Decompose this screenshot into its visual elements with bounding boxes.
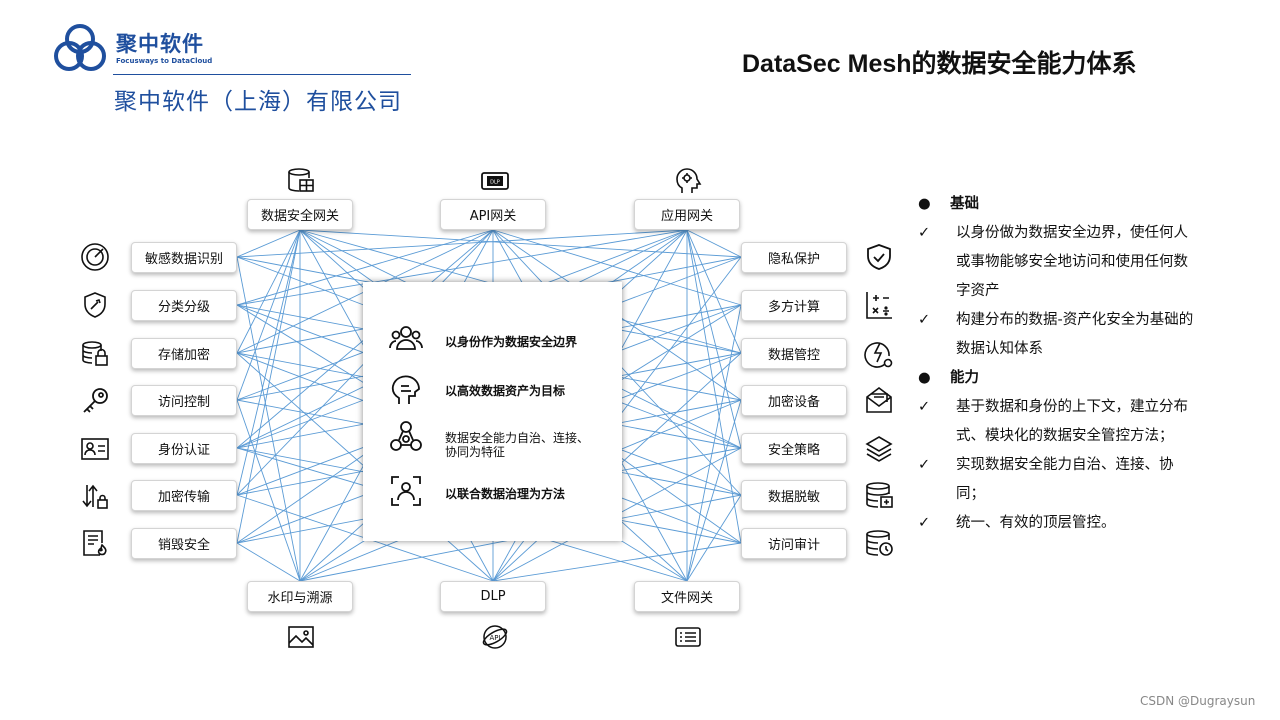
node-data-security-gateway: 数据安全网关	[247, 199, 353, 230]
envelope-icon	[864, 385, 894, 415]
node-identity-authentication: 身份认证	[131, 433, 237, 464]
mesh-line	[686, 399, 742, 582]
summary-panel: ●基础 ✓以身份做为数据安全边界，使任何人或事物能够安全地访问和使用任何数字资产…	[918, 190, 1198, 538]
check-icon: ✓	[918, 457, 931, 473]
node-secure-destruction: 销毁安全	[131, 528, 237, 559]
database-mask-icon	[864, 480, 894, 510]
mesh-line	[236, 542, 301, 582]
radar-icon	[80, 242, 110, 272]
mesh-line	[236, 229, 688, 306]
center-item-text: 以联合数据治理为方法	[445, 487, 566, 501]
mesh-line	[686, 229, 742, 258]
node-sensitive-data-identification: 敏感数据识别	[131, 242, 237, 273]
node-storage-encryption: 存储加密	[131, 338, 237, 369]
node-application-gateway: 应用网关	[634, 199, 740, 230]
mesh-line	[236, 256, 301, 582]
shield-check-icon	[864, 242, 894, 272]
node-dlp: DLP	[440, 581, 546, 612]
node-access-audit: 访问审计	[741, 528, 847, 559]
brand-slogan: Focusways to DataCloud	[116, 57, 213, 65]
mesh-line	[236, 229, 301, 401]
svg-text:API: API	[489, 634, 500, 642]
node-watermark-tracing: 水印与溯源	[247, 581, 353, 612]
database-lock-icon	[80, 338, 110, 368]
node-encryption-device: 加密设备	[741, 385, 847, 416]
section-point: ✓统一、有效的顶层管控。	[918, 509, 1198, 538]
node-encrypted-transmission: 加密传输	[131, 480, 237, 511]
mesh-line	[686, 229, 742, 354]
brand-name: 聚中软件	[116, 32, 204, 56]
page-title: DataSec Mesh的数据安全能力体系	[742, 50, 1137, 78]
database-grid-icon	[286, 166, 316, 196]
mesh-line	[492, 542, 742, 582]
node-data-masking: 数据脱敏	[741, 480, 847, 511]
dlp-screen-icon: DLP	[480, 166, 510, 196]
mesh-line	[299, 229, 742, 258]
center-item-text: 以身份作为数据安全边界	[445, 335, 578, 349]
database-clock-icon	[864, 528, 894, 558]
section-point: ✓基于数据和身份的上下文，建立分布式、模块化的数据安全管控方法；	[918, 393, 1198, 451]
center-item-text: 数据安全能力自治、连接、协同为特征	[445, 431, 590, 459]
company-name: 聚中软件（上海）有限公司	[114, 89, 402, 115]
section-point: ✓构建分布的数据-资产化安全为基础的数据认知体系	[918, 306, 1198, 364]
core-principles-box: 以身份作为数据安全边界 以高效数据资产为目标 数据安全能力自治、连接、协同为特征…	[363, 282, 622, 541]
check-icon: ✓	[918, 225, 931, 241]
node-data-control: 数据管控	[741, 338, 847, 369]
section-heading: ●基础	[918, 196, 979, 212]
section-heading: ●能力	[918, 370, 979, 386]
key-icon	[80, 386, 110, 416]
mesh-line	[236, 229, 301, 258]
molecule-network-icon	[389, 420, 423, 454]
document-fire-icon	[80, 528, 110, 558]
svg-text:DLP: DLP	[490, 180, 500, 186]
file-list-icon	[673, 622, 703, 652]
node-api-gateway: API网关	[440, 199, 546, 230]
mesh-line	[686, 229, 742, 449]
head-profile-icon	[389, 373, 423, 407]
company-logo	[52, 22, 108, 74]
section-point: ✓以身份做为数据安全边界，使任何人或事物能够安全地访问和使用任何数字资产	[918, 219, 1198, 306]
people-group-icon	[389, 322, 423, 356]
head-gear-icon	[673, 166, 703, 196]
lightning-gauge-icon	[864, 338, 894, 368]
image-watermark-icon	[286, 622, 316, 652]
node-access-control: 访问控制	[131, 385, 237, 416]
center-item-text: 以高效数据资产为目标	[445, 384, 566, 398]
person-scan-icon	[389, 474, 423, 508]
mesh-line	[236, 229, 301, 354]
check-icon: ✓	[918, 515, 931, 531]
id-card-icon	[80, 434, 110, 464]
header-divider	[113, 74, 411, 75]
check-icon: ✓	[918, 312, 931, 328]
node-classification-grading: 分类分级	[131, 290, 237, 321]
calculator-symbols-icon	[864, 290, 894, 320]
node-privacy-protection: 隐私保护	[741, 242, 847, 273]
mesh-line	[236, 229, 301, 496]
check-icon: ✓	[918, 399, 931, 415]
mesh-line	[686, 229, 742, 544]
layers-icon	[864, 433, 894, 463]
node-security-policy: 安全策略	[741, 433, 847, 464]
node-file-gateway: 文件网关	[634, 581, 740, 612]
mesh-line	[236, 229, 494, 306]
api-globe-icon: API	[480, 622, 510, 652]
node-multi-party-computation: 多方计算	[741, 290, 847, 321]
mesh-line	[492, 229, 742, 306]
watermark: CSDN @Dugraysun	[1140, 694, 1256, 708]
section-point: ✓实现数据安全能力自治、连接、协同；	[918, 451, 1198, 509]
transfer-lock-icon	[80, 481, 110, 511]
mesh-line	[236, 399, 301, 582]
shield-tool-icon	[80, 290, 110, 320]
